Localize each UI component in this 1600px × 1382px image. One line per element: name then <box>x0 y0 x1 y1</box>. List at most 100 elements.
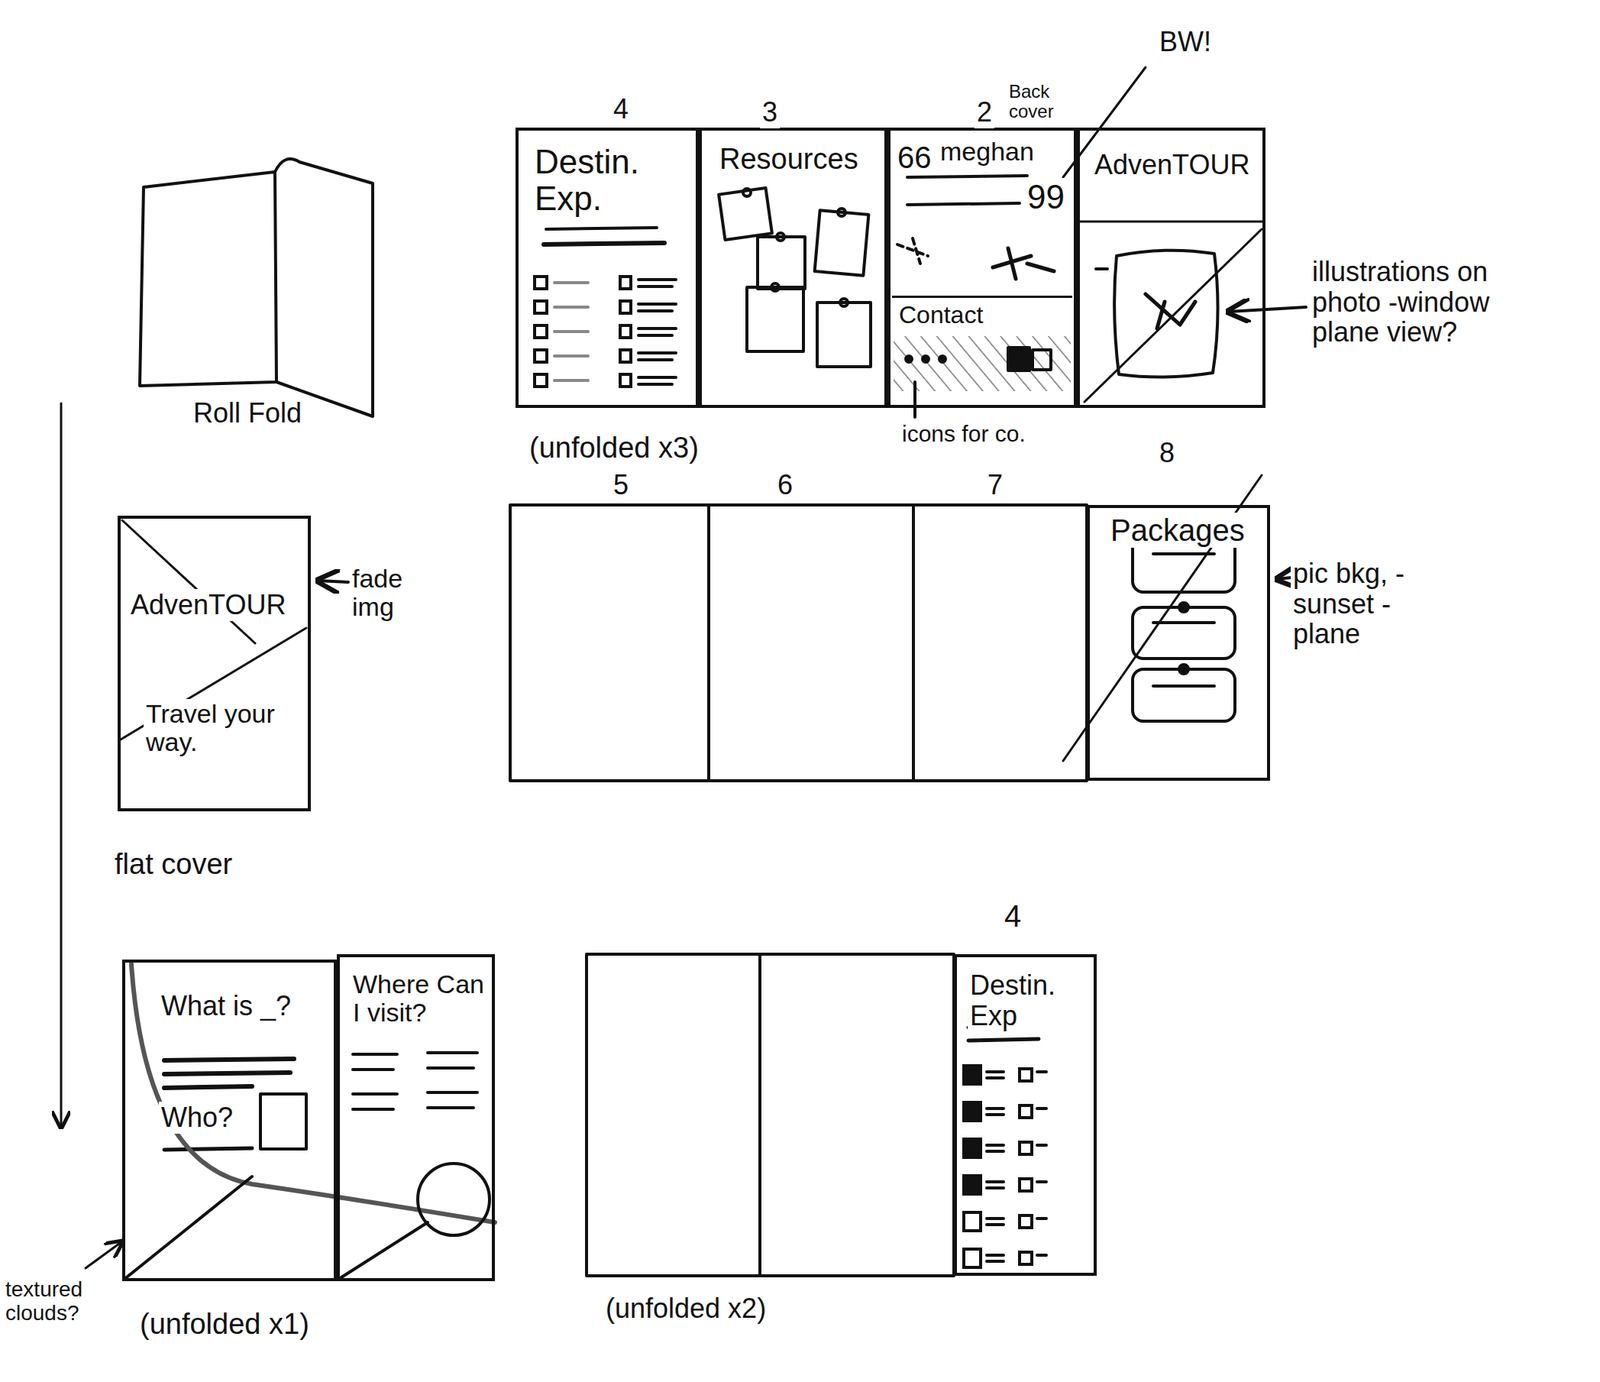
sketch-stroke <box>131 963 495 1222</box>
sketch-stroke <box>638 358 673 362</box>
panel-text: Where Can I visit? <box>350 969 492 1028</box>
sketch-stroke <box>963 1248 981 1268</box>
sketch-stroke <box>123 1176 253 1280</box>
sketch-stroke <box>638 333 673 337</box>
sketch-stroke <box>986 1069 1004 1074</box>
sketch-stroke <box>554 329 589 333</box>
sketch-stroke <box>534 276 547 289</box>
sketch-stroke <box>352 1052 398 1056</box>
sketch-note: 4 <box>610 93 631 126</box>
sketch-stroke <box>771 283 779 291</box>
sketch-stroke <box>638 382 673 386</box>
sketch-stroke <box>427 1066 474 1070</box>
sketch-stroke <box>341 1221 428 1277</box>
sketch-stroke <box>1132 607 1235 659</box>
sketch-stroke <box>986 1186 1004 1190</box>
sketch-stroke <box>986 1222 1004 1226</box>
sketch-stroke <box>1078 220 1264 224</box>
panel-text: Destin. Exp <box>967 969 1094 1032</box>
sketch-stroke <box>1179 664 1189 674</box>
sketch-stroke <box>913 504 1087 781</box>
panel-text: Resources <box>717 142 861 177</box>
sketch-stroke <box>963 1102 981 1121</box>
brochure-panel: Where Can I visit? <box>336 953 495 1281</box>
sketch-stroke <box>1153 684 1215 688</box>
sketch-stroke <box>1037 1216 1047 1220</box>
sketch-note: illustrations on photo -window plane vie… <box>1309 255 1525 349</box>
sketch-stroke <box>913 381 917 417</box>
sketch-stroke <box>164 1086 253 1088</box>
sketch-stroke <box>620 374 631 387</box>
sketch-stroke <box>1037 1179 1047 1184</box>
sketch-stroke <box>1037 1253 1047 1257</box>
sketch-stroke <box>922 355 929 363</box>
sketch-stroke <box>939 355 946 363</box>
sketch-stroke <box>427 1090 478 1094</box>
sketch-stroke <box>718 187 773 240</box>
sketch-note: pic bkg, -sunset -plane <box>1290 557 1429 650</box>
sketch-stroke <box>905 355 912 363</box>
sketch-stroke <box>164 1072 291 1074</box>
brochure-panel: 66meghan99Contact <box>887 127 1077 408</box>
panel-text: 99 <box>1024 177 1067 217</box>
panel-text: Destin. Exp. <box>532 142 690 219</box>
sketch-stroke <box>963 1065 981 1084</box>
sketch-stroke <box>620 276 631 289</box>
sketch-note: 6 <box>775 468 796 502</box>
sketch-stroke <box>743 188 751 197</box>
sketch-stroke <box>427 1105 474 1109</box>
sketch-stroke <box>963 1138 981 1158</box>
brochure-panel: Packages <box>1086 504 1271 781</box>
sketch-stroke <box>968 1038 1039 1041</box>
sketch-note: flat cover <box>112 847 235 882</box>
sketch-note: icons for co. <box>899 420 1028 447</box>
sketch-stroke <box>986 1076 1004 1080</box>
sketch-stroke <box>417 1163 490 1235</box>
sketch-note: (unfolded x2) <box>603 1292 769 1325</box>
sketch-stroke <box>1019 1251 1032 1264</box>
sketch-stroke <box>963 1175 981 1194</box>
sketch-stroke <box>1037 1143 1047 1147</box>
sketch-stroke <box>986 1179 1004 1184</box>
sketch-stroke <box>986 1216 1004 1220</box>
sketch-stroke <box>776 232 785 241</box>
sketch-stroke <box>638 375 676 379</box>
brochure-panel: Resources <box>698 127 888 408</box>
sketch-stroke <box>554 354 589 358</box>
sketch-stroke <box>1063 475 1262 761</box>
panel-text: Contact <box>896 300 986 330</box>
panel-text: 66 <box>895 139 935 175</box>
brochure-panel: AdvenTOURTravel your way. <box>117 515 311 812</box>
sketch-stroke <box>427 1050 478 1054</box>
sketch-stroke <box>1032 349 1051 370</box>
sketch-stroke <box>1019 1105 1032 1118</box>
sketch-stroke <box>638 284 673 288</box>
sketch-note: Back cover <box>1006 80 1074 123</box>
sketch-note: 8 <box>1157 436 1177 469</box>
sketch-stroke <box>1019 1141 1032 1154</box>
sketch-stroke <box>554 305 589 309</box>
sketch-stroke <box>963 1212 981 1231</box>
sketch-stroke <box>718 187 871 367</box>
sketch-stroke <box>274 158 373 417</box>
panel-text: Packages <box>1108 512 1248 548</box>
sketch-stroke <box>817 302 871 367</box>
sketch-stroke <box>139 171 277 386</box>
sketch-stroke <box>1019 1068 1032 1081</box>
sketch-stroke <box>534 300 547 314</box>
sketch-stroke <box>1084 229 1262 402</box>
sketch-stroke <box>986 1106 1004 1110</box>
sketch-note: 3 <box>759 96 780 129</box>
sketch-stroke <box>638 277 676 282</box>
sketch-stroke <box>534 349 547 363</box>
sketch-stroke <box>534 276 1047 1268</box>
sketch-stroke <box>1037 1106 1047 1110</box>
sketch-stroke <box>986 1259 1004 1263</box>
sketch-stroke <box>757 236 805 289</box>
sketch-stroke <box>164 1147 253 1150</box>
sketch-stroke <box>840 298 848 307</box>
sketch-note: fade img <box>349 563 440 623</box>
sketch-stroke <box>352 1067 394 1071</box>
sketch-stroke <box>986 1143 1004 1147</box>
sketch-stroke <box>620 325 631 338</box>
